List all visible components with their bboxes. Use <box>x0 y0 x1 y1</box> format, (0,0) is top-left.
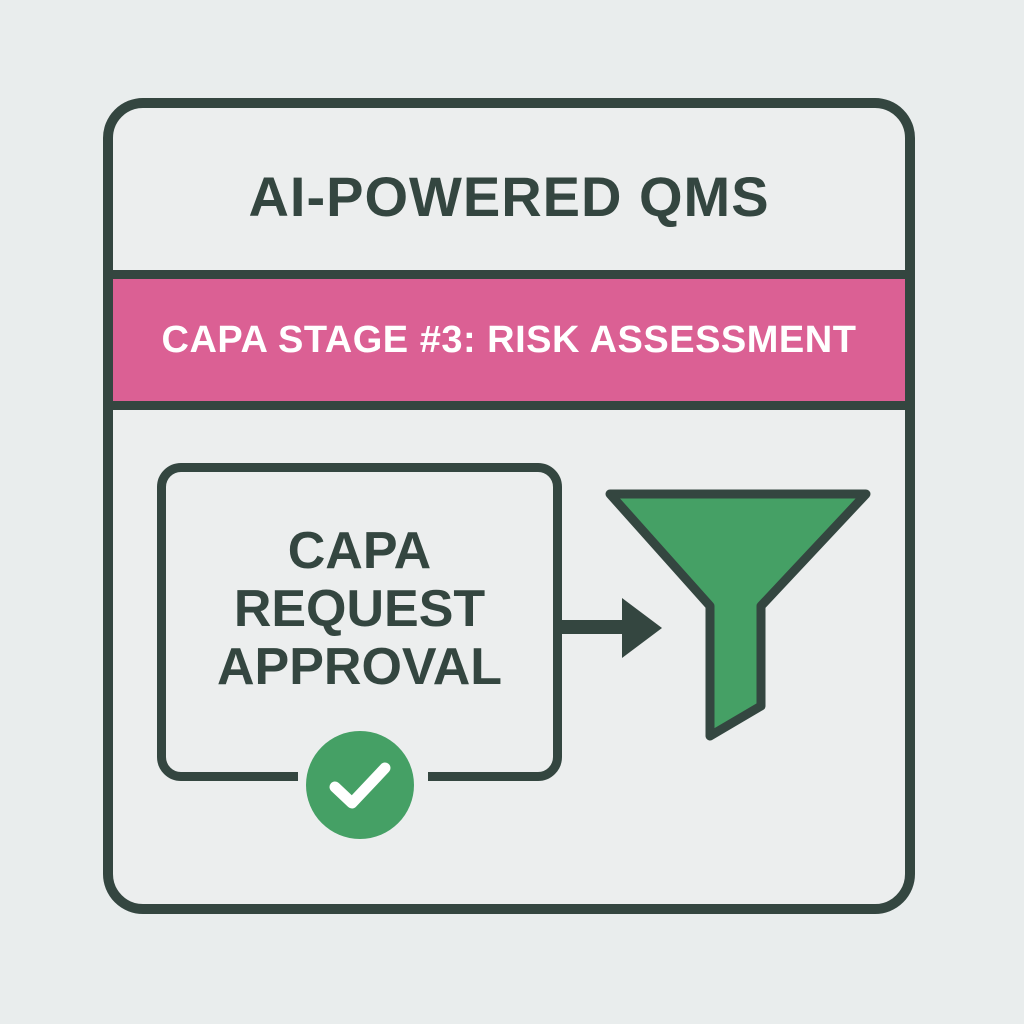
request-label-line-2: REQUEST <box>233 580 486 638</box>
arrow-right-icon <box>560 598 662 658</box>
request-label-line-1: CAPA <box>287 522 432 580</box>
stage-label: CAPA STAGE #3: RISK ASSESSMENT <box>161 318 857 361</box>
capa-request-approval-box: CAPA REQUEST APPROVAL <box>157 463 562 781</box>
title-bar: AI-POWERED QMS <box>113 108 905 270</box>
request-label-line-3: APPROVAL <box>216 638 503 696</box>
request-label: CAPA REQUEST APPROVAL <box>166 522 553 696</box>
stage-banner: CAPA STAGE #3: RISK ASSESSMENT <box>113 270 905 410</box>
checkmark-circle-icon <box>306 731 414 839</box>
page-title: AI-POWERED QMS <box>248 164 770 228</box>
funnel-icon <box>605 489 871 741</box>
